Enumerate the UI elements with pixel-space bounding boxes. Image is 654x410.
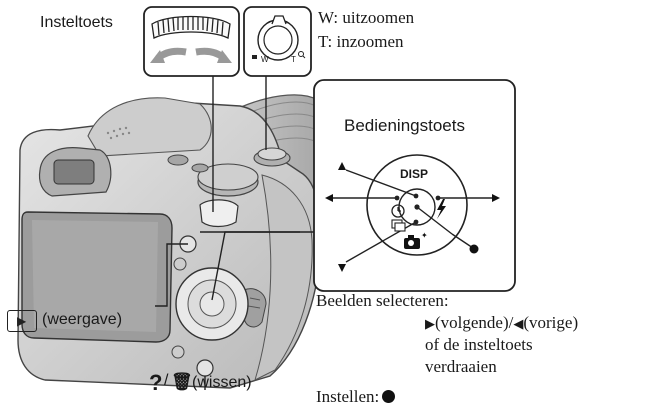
select-images-title: Beelden selecteren: [316, 291, 449, 310]
svg-text:✦: ✦ [421, 231, 428, 240]
next-arrow-icon: ▶ [425, 317, 435, 332]
zoom-lever-callout [243, 6, 312, 77]
playback-label: (weergave) [42, 311, 123, 328]
lever-w-label: W [261, 55, 269, 64]
confirm-label: Instellen: [316, 387, 380, 406]
playback-button-icon: ▶ [7, 310, 37, 332]
setting-dial-callout [143, 6, 240, 77]
prev-arrow-icon: ◀ [513, 317, 524, 332]
zoom-in-label: T: inzoomen [318, 32, 404, 51]
or-dial-line2: verdraaien [425, 357, 497, 376]
disp-label: DISP [400, 167, 429, 181]
delete-label: (wissen) [192, 374, 252, 391]
next-prev-line: ▶(volgende)/◀(vorige) [425, 313, 578, 333]
control-button-label: Bedieningstoets [344, 116, 465, 135]
down-arrow-icon [338, 264, 346, 272]
next-label: (volgende)/ [435, 313, 514, 332]
zoom-out-label: W: uitzoomen [318, 8, 415, 27]
confirm-line: Instellen: [316, 387, 396, 407]
lever-t-label: T [291, 55, 296, 64]
slash-separator: / [164, 372, 169, 389]
setting-dial-label: Insteltoets [40, 14, 113, 31]
center-button-dot-icon [382, 390, 396, 403]
trash-icon: 🗑 [171, 372, 193, 392]
help-question-icon: ? [149, 370, 163, 395]
prev-label: (vorige) [523, 313, 579, 332]
camera-body [17, 94, 322, 389]
control-button-callout: ✦ [313, 79, 516, 292]
or-dial-line1: of de insteltoets [425, 335, 533, 354]
right-arrow-icon [492, 194, 500, 202]
up-arrow-icon [338, 162, 346, 170]
left-arrow-icon [325, 194, 333, 202]
leader-lines [155, 76, 314, 390]
